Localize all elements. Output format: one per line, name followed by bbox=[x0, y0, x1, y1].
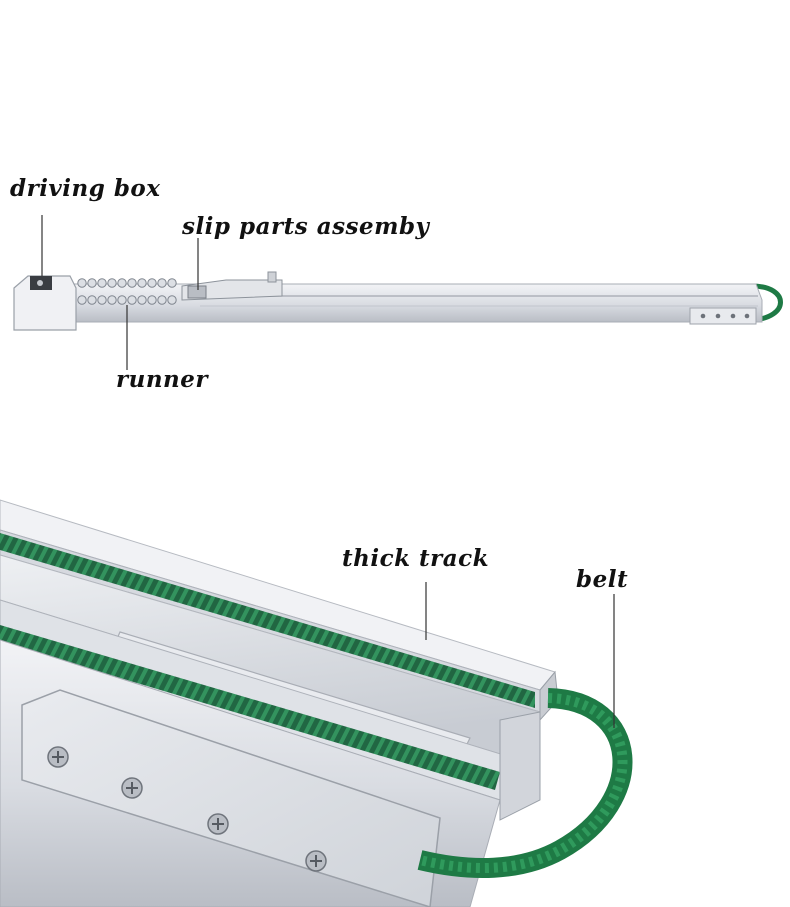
track-closeup bbox=[0, 499, 633, 907]
slip-parts bbox=[181, 279, 283, 301]
runners bbox=[77, 278, 177, 305]
label-runner: runner bbox=[116, 366, 209, 393]
belt-loop-small bbox=[751, 283, 783, 323]
driving-box bbox=[13, 275, 77, 331]
label-belt: belt bbox=[576, 566, 629, 593]
label-slip-parts: slip parts assemby bbox=[182, 213, 430, 240]
end-plate bbox=[689, 307, 757, 325]
belt-upper bbox=[0, 533, 535, 708]
label-driving-box: driving box bbox=[10, 175, 161, 202]
label-thick-track: thick track bbox=[342, 545, 490, 572]
track-overview bbox=[13, 215, 783, 370]
plate-screws bbox=[47, 746, 327, 872]
belt-lower bbox=[0, 625, 500, 790]
